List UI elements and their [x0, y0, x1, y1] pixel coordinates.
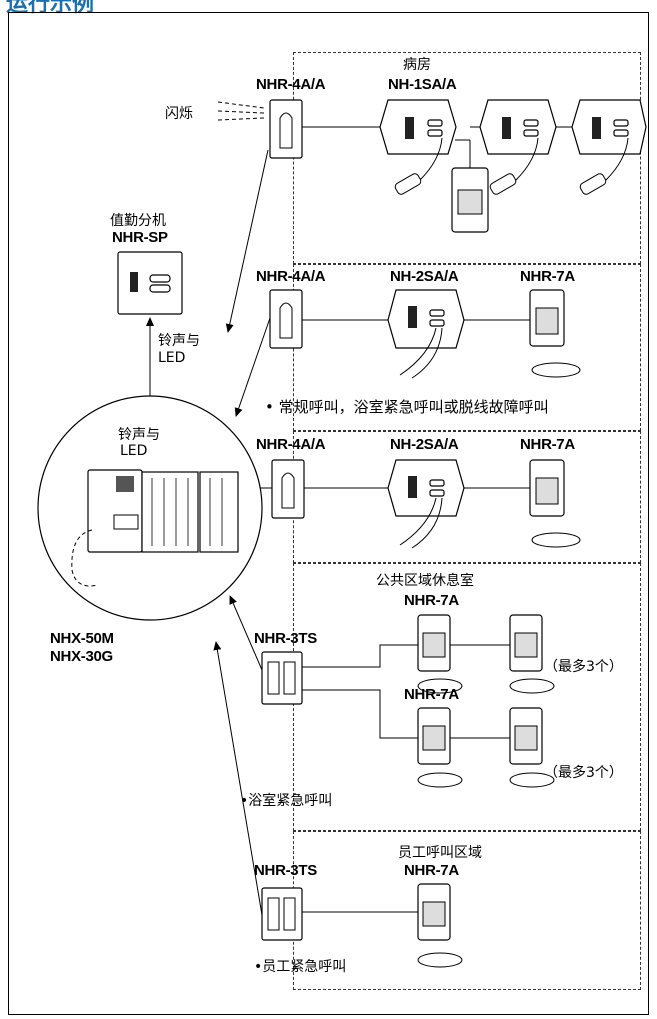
zone-ward-label: 病房 — [403, 57, 431, 73]
max-3-note-a: （最多3个） — [544, 659, 623, 675]
call-station-3 — [529, 459, 581, 548]
led-label-2: LED — [120, 443, 148, 459]
bedside-station-1 — [379, 99, 457, 195]
model-nhrsp: NHR-SP — [112, 229, 168, 246]
model-nh2sa-2: NH-2SA/A — [390, 436, 459, 453]
lounge-call-4 — [509, 707, 555, 788]
bath-pull-switch-1 — [261, 651, 303, 705]
staff-emergency-note: •员工紧急呼叫 — [254, 959, 347, 975]
model-nhr7a-4: NHR-7A — [404, 686, 459, 703]
model-nhr4a-2: NHR-4A/A — [256, 268, 326, 285]
call-types-note: • 常规呼叫，浴室紧急呼叫或脱线故障呼叫 — [265, 398, 549, 416]
master-station — [37, 395, 263, 621]
max-3-note-b: （最多3个） — [544, 765, 623, 781]
chime-led-label-2: 铃声与 — [118, 427, 160, 443]
model-nh2sa-1: NH-2SA/A — [390, 268, 459, 285]
lounge-call-1 — [417, 614, 463, 694]
lounge-call-2 — [509, 614, 555, 694]
model-nhr4a-3: NHR-4A/A — [256, 436, 326, 453]
duty-station-device — [117, 251, 183, 315]
model-nhr3ts-2: NHR-3TS — [254, 862, 317, 879]
led-label-1: LED — [158, 350, 186, 366]
model-nh1sa: NH-1SA/A — [388, 76, 457, 93]
model-nhx50m: NHX-50M — [50, 630, 114, 647]
bath-emergency-note: •浴室紧急呼叫 — [240, 793, 333, 809]
pull-cord-station-1 — [451, 167, 489, 233]
staff-pull-switch — [261, 887, 303, 941]
bedside-station-1c — [571, 99, 647, 195]
diagram-frame — [8, 12, 649, 1015]
lounge-call-3 — [417, 707, 463, 788]
zone-staff-label: 员工呼叫区域 — [398, 845, 482, 861]
bedside-station-3 — [387, 459, 465, 549]
wires — [302, 126, 574, 913]
bedside-station-1b — [479, 99, 557, 195]
chime-led-label-1: 铃声与 — [158, 333, 200, 349]
flash-label: 闪烁 — [165, 106, 193, 122]
model-nhr7a-5: NHR-7A — [404, 862, 459, 879]
zone-lounge-label: 公共区域休息室 — [376, 573, 474, 589]
model-nhr4a-1: NHR-4A/A — [256, 76, 326, 93]
flash-rays — [217, 101, 265, 121]
bedside-station-2 — [387, 289, 465, 379]
model-nhr7a-3: NHR-7A — [404, 592, 459, 609]
model-nhr7a-2: NHR-7A — [520, 436, 575, 453]
duty-station-label: 值勤分机 — [110, 213, 166, 229]
corridor-lamp-2 — [269, 289, 303, 349]
corridor-lamp-3 — [271, 459, 305, 519]
corridor-lamp-1 — [269, 99, 303, 159]
model-nhx30g: NHX-30G — [50, 648, 113, 665]
call-station-2 — [529, 289, 581, 378]
model-nhr3ts-1: NHR-3TS — [254, 630, 317, 647]
model-nhr7a-1: NHR-7A — [520, 268, 575, 285]
staff-call-station — [417, 883, 463, 968]
